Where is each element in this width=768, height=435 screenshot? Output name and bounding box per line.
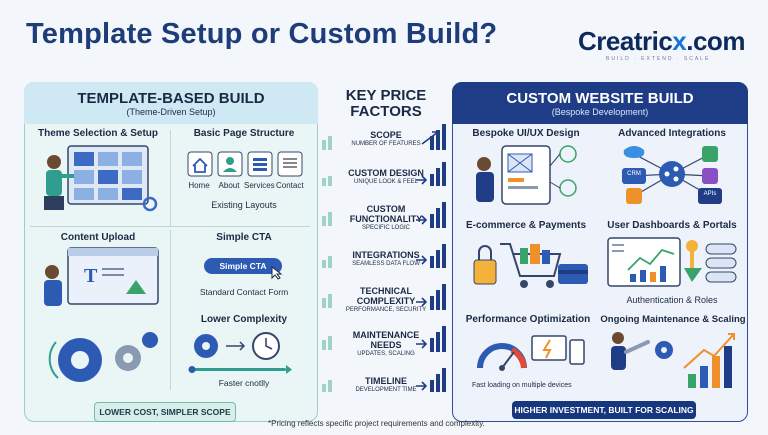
lower-complexity-title: Lower Complexity xyxy=(200,314,288,325)
contact-form-label: Standard Contact Form xyxy=(199,287,289,297)
theme-selection-illustration xyxy=(44,145,158,212)
factor-custom-functionality: CUSTOM FUNCTIONALITY SPECIFIC LOGIC xyxy=(330,204,442,232)
performance-title: Performance Optimization xyxy=(465,314,591,325)
uiux-title: Bespoke UI/UX Design xyxy=(472,128,580,139)
template-build-subtitle: (Theme-Driven Setup) xyxy=(126,107,216,117)
factor-name: MAINTENANCE xyxy=(352,330,420,340)
factor-sub: SEAMLESS DATA FLOW xyxy=(352,261,420,267)
factor-name: SCOPE xyxy=(370,130,402,140)
crm-label: CRM xyxy=(627,171,641,177)
simple-cta-button[interactable]: Simple CTA xyxy=(204,258,282,274)
panel-divider-v xyxy=(170,130,171,226)
factor-name: CUSTOM xyxy=(366,204,406,214)
factor-name: INTEGRATIONS xyxy=(352,250,420,260)
factor-scope: SCOPE NUMBER OF FEATURES xyxy=(330,130,442,148)
key-price-factors-title: KEY PRICE FACTORS xyxy=(330,88,442,120)
advanced-integrations-title: Advanced Integrations xyxy=(618,128,726,139)
cursor-icon xyxy=(271,266,283,280)
lower-complexity-illustration xyxy=(188,332,292,374)
logo-x: x xyxy=(672,26,687,56)
page-services-label: Services xyxy=(244,181,275,190)
gears-illustration xyxy=(48,332,158,382)
ecommerce-title: E-commerce & Payments xyxy=(465,220,587,231)
dashboards-title: User Dashboards & Portals xyxy=(607,220,737,231)
kpf-line2: FACTORS xyxy=(350,103,422,120)
panel-divider-h xyxy=(30,226,310,227)
apis-label: APIs xyxy=(703,191,717,197)
factor-sub: UPDATES, SCALING xyxy=(357,351,415,357)
dashboards-illustration xyxy=(607,237,737,287)
uiux-illustration xyxy=(476,145,577,205)
logo-tagline: BUILD · EXTEND · SCALE xyxy=(606,56,711,62)
logo-main: Creatric xyxy=(578,26,673,56)
theme-selection-title: Theme Selection & Setup xyxy=(37,128,159,139)
higher-investment-button[interactable]: HIGHER INVESTMENT, BUILT FOR SCALING xyxy=(512,401,696,419)
page-home-label: Home xyxy=(188,181,210,190)
page-structure-title: Basic Page Structure xyxy=(193,128,295,139)
svg-text:T: T xyxy=(84,265,98,287)
factor-name-2: NEEDS xyxy=(370,340,402,350)
simple-cta-title: Simple CTA xyxy=(216,232,272,243)
factor-name-2: FUNCTIONALITY xyxy=(349,214,423,224)
maintenance-illustration xyxy=(611,332,735,388)
custom-build-header xyxy=(452,82,748,124)
integrations-illustration xyxy=(622,146,722,204)
pricing-footnote: *Pricing reflects specific project requi… xyxy=(268,419,485,428)
factor-sub: DEVELOPMENT TIME xyxy=(355,387,417,393)
factor-custom-design: CUSTOM DESIGN UNIQUE LOOK & FEEL xyxy=(330,168,442,186)
factor-sub: PERFORMANCE, SECURITY xyxy=(345,307,427,313)
factor-name: CUSTOM DESIGN xyxy=(348,168,424,178)
factor-name: TIMELINE xyxy=(365,376,407,386)
factor-sub: UNIQUE LOOK & FEEL xyxy=(353,179,419,185)
kpf-line1: KEY PRICE xyxy=(345,87,427,104)
factor-technical-complexity: TECHNICAL COMPLEXITY PERFORMANCE, SECURI… xyxy=(330,286,442,314)
panel-divider-v2 xyxy=(170,230,171,390)
custom-build-title: CUSTOM WEBSITE BUILD xyxy=(506,90,694,107)
factor-sub: NUMBER OF FEATURES xyxy=(351,141,421,147)
custom-build-subtitle: (Bespoke Development) xyxy=(551,107,649,117)
existing-layouts-label: Existing Layouts xyxy=(211,200,277,210)
factor-sub: SPECIFIC LOGIC xyxy=(361,225,410,231)
brand-logo: Creatricx.com xyxy=(578,26,745,57)
lower-cost-button[interactable]: LOWER COST, SIMPLER SCOPE xyxy=(94,402,236,422)
factor-timeline: TIMELINE DEVELOPMENT TIME xyxy=(330,376,442,394)
factor-arrows-bars xyxy=(322,124,446,392)
template-build-header xyxy=(24,82,318,124)
content-upload-illustration: T xyxy=(44,247,159,306)
logo-domain: .com xyxy=(686,26,745,56)
page-contact-label: Contact xyxy=(276,181,304,190)
fast-loading-label: Fast loading on multiple devices xyxy=(472,382,572,389)
content-upload-title: Content Upload xyxy=(60,232,136,243)
ecommerce-illustration xyxy=(473,243,588,288)
page-title: Template Setup or Custom Build? xyxy=(26,18,498,50)
factor-maintenance: MAINTENANCE NEEDS UPDATES, SCALING xyxy=(330,330,442,358)
template-build-title: TEMPLATE-BASED BUILD xyxy=(77,90,265,107)
faster-label: Faster cnotlly xyxy=(218,378,270,388)
page-structure-icons xyxy=(187,151,303,177)
page-about-label: About xyxy=(218,181,240,190)
factor-name: TECHNICAL xyxy=(360,286,412,296)
auth-roles-label: Authentication & Roles xyxy=(626,295,718,305)
factor-name-2: COMPLEXITY xyxy=(356,296,416,306)
maintenance-title: Ongoing Maintenance & Scaling xyxy=(600,314,746,325)
factor-integrations: INTEGRATIONS SEAMLESS DATA FLOW xyxy=(330,250,442,268)
performance-illustration xyxy=(477,335,585,371)
